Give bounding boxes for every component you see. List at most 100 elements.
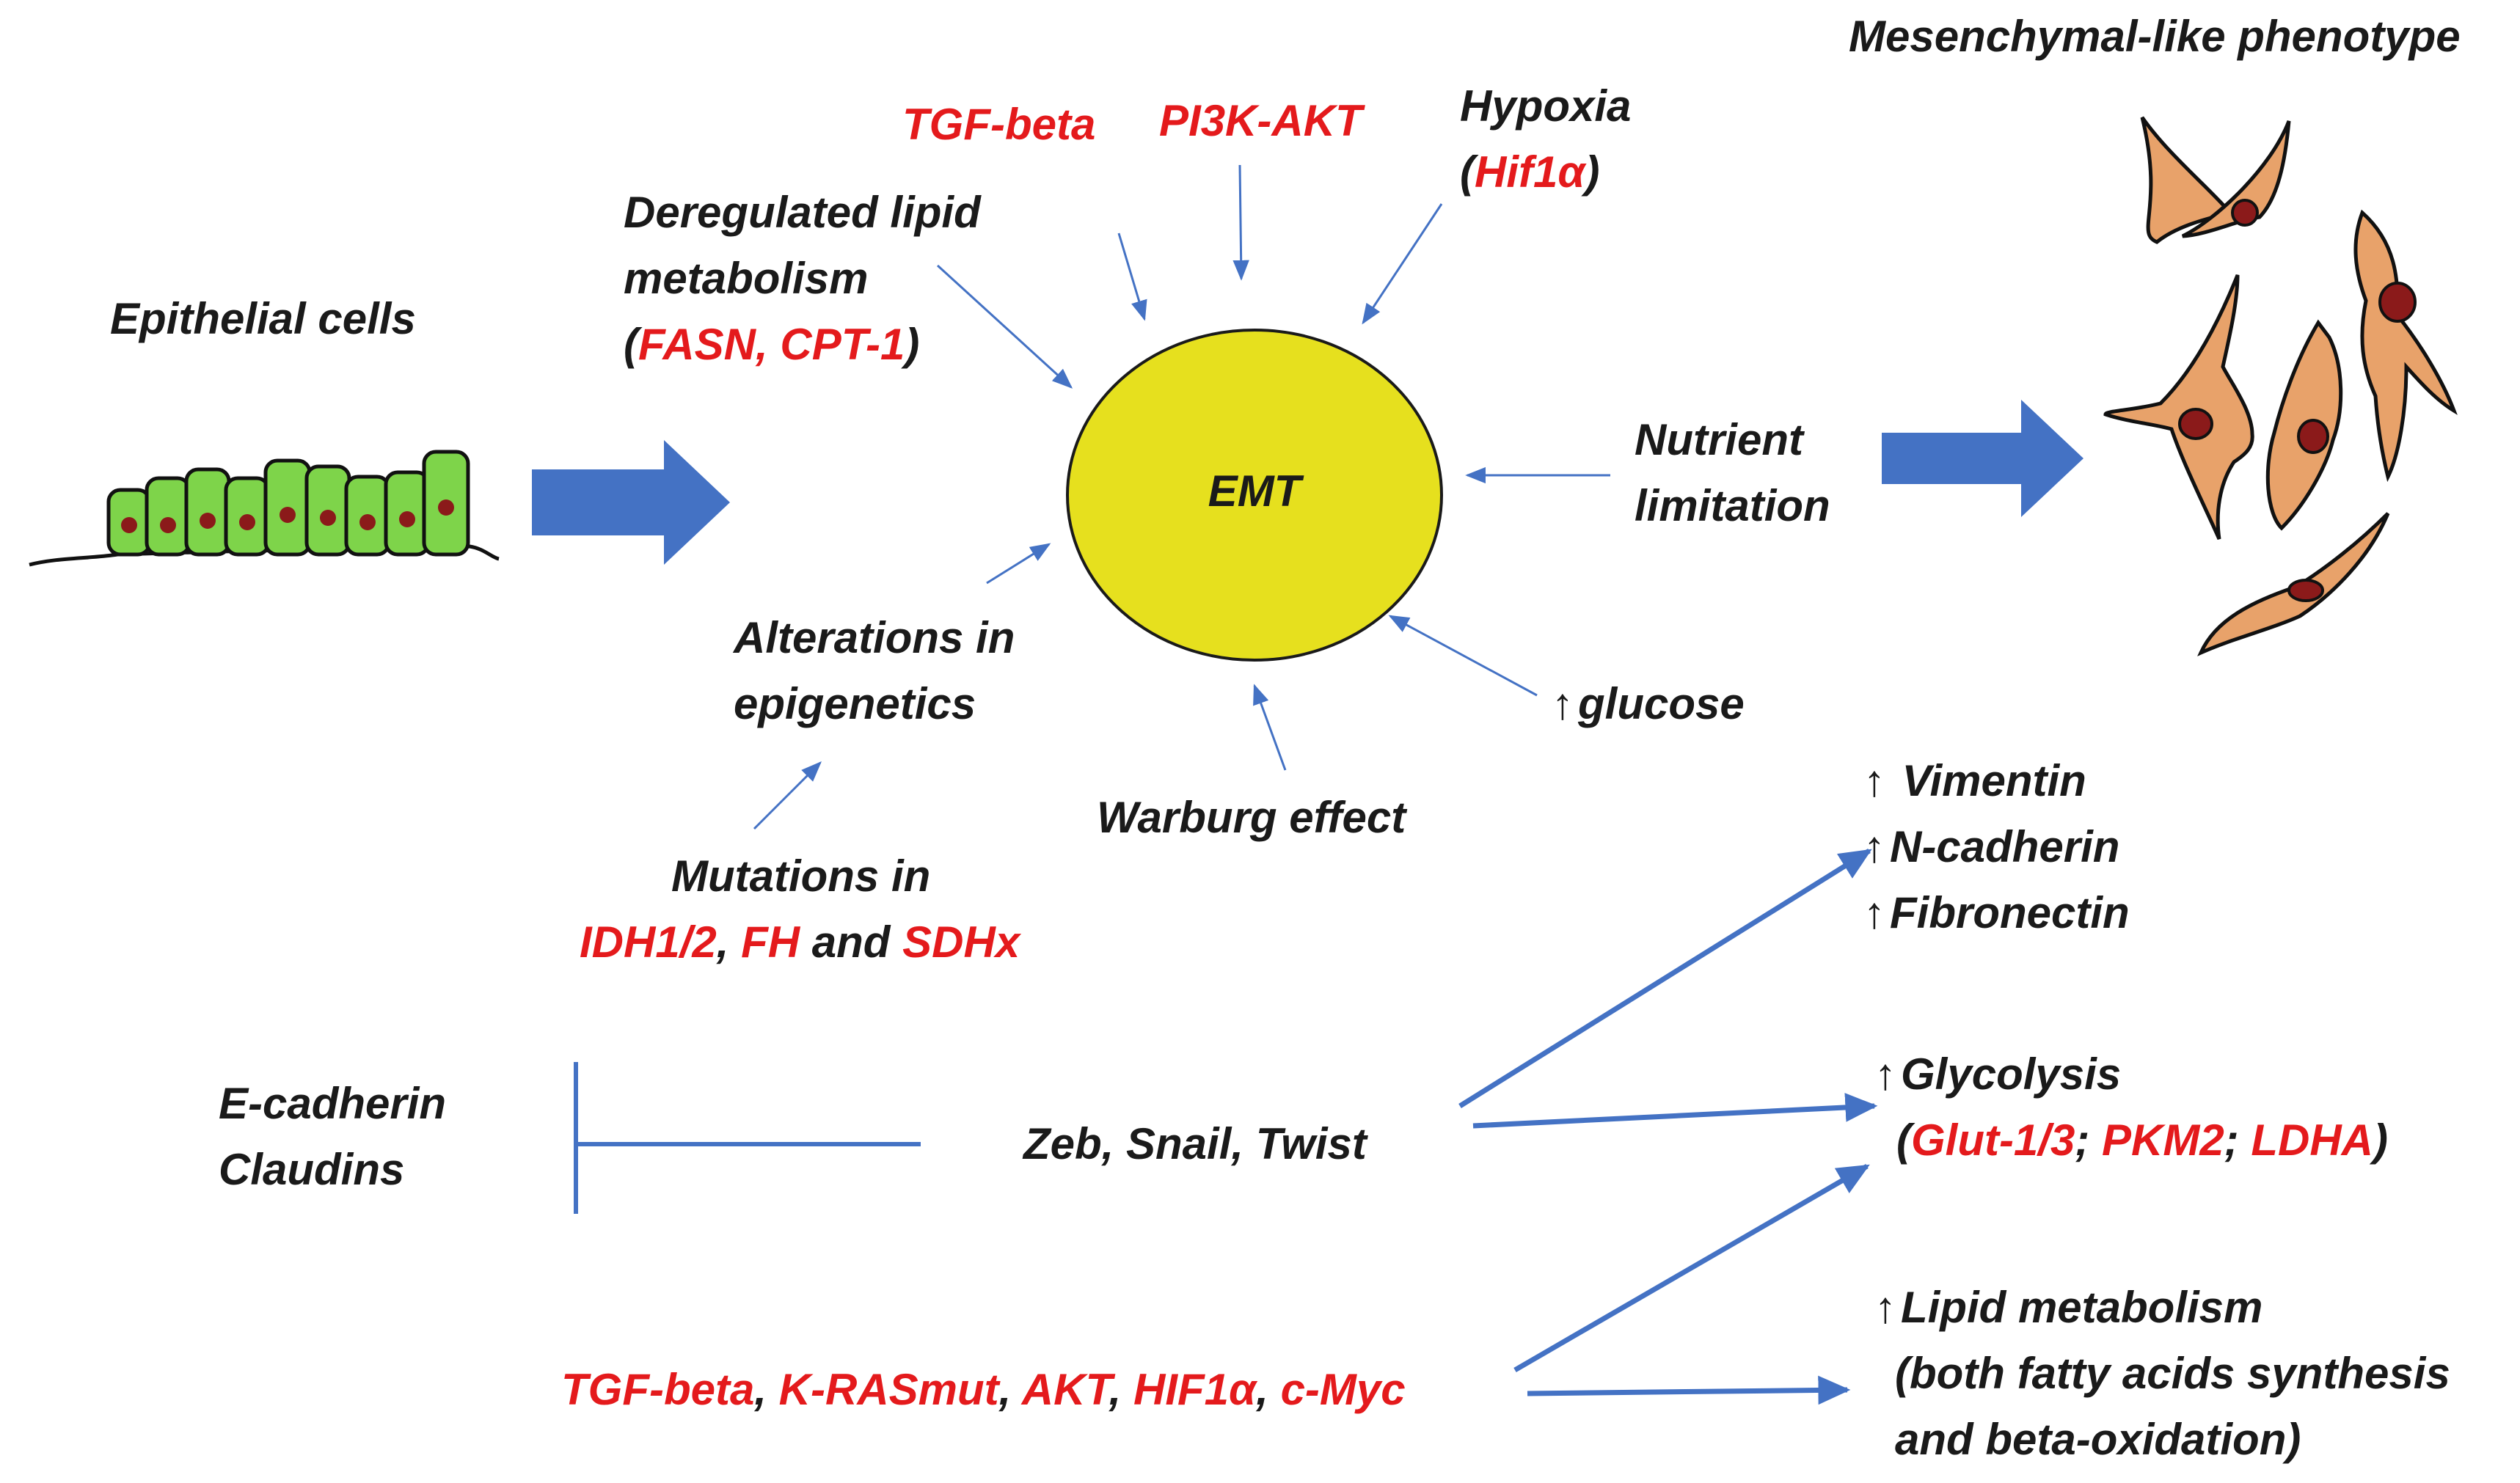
pkm2-gene: PKM2 <box>2102 1116 2224 1165</box>
lipid-metabolism-line: ↑Lipid metabolism <box>1874 1275 2450 1341</box>
mesenchymal-markers-label: ↑ Vimentin ↑N-cadherin ↑Fibronectin <box>1863 748 2130 946</box>
glucose-up-arrow-icon: ↑ <box>1552 679 1574 728</box>
mesenchymal-phenotype-label: Mesenchymal-like phenotype <box>1849 12 2461 61</box>
epithelial-cells-illustration <box>29 450 500 567</box>
arrow-glucose <box>1388 615 1538 697</box>
hypoxia-gene-line: (Hif1α) <box>1460 139 1631 205</box>
vimentin-text: Vimentin <box>1890 756 2086 805</box>
glycolysis-open: ( <box>1896 1116 1911 1165</box>
lipid-line1: Deregulated lipid <box>624 188 981 237</box>
glucose-text: glucose <box>1578 679 1745 728</box>
driver-c-myc: c-Myc <box>1280 1365 1406 1414</box>
lipid-metabolism-label: ↑Lipid metabolism (both fatty acids synt… <box>1874 1275 2450 1473</box>
cpt1-gene: CPT-1 <box>780 320 905 369</box>
hypoxia-close: ) <box>1585 147 1600 197</box>
nutrient-line2: limitation <box>1635 481 1830 530</box>
driver-tgf-beta: TGF-beta <box>561 1365 755 1414</box>
fasn-gene: FASN <box>638 320 756 369</box>
driver-akt: AKT <box>1021 1365 1109 1414</box>
mesenchymal-nuclei <box>2178 199 2417 602</box>
idh-gene: IDH1/2 <box>580 918 717 967</box>
big-arrow-left <box>532 440 730 565</box>
hypoxia-text: Hypoxia <box>1460 81 1632 131</box>
lipid-sep: , <box>756 320 781 369</box>
zeb-snail-twist-label: Zeb, Snail, Twist <box>1023 1119 1367 1168</box>
mutations-line1: Mutations in <box>671 852 931 901</box>
hypoxia-label: Hypoxia (Hif1α) <box>1460 73 1631 205</box>
glycolysis-line: ↑Glycolysis <box>1874 1041 2388 1107</box>
n-cadherin-text: N-cadherin <box>1890 822 2120 871</box>
glycolysis-text: Glycolysis <box>1901 1050 2122 1099</box>
drivers-label: TGF-beta, K-RASmut, AKT, HIF1α, c-Myc <box>561 1357 1406 1423</box>
vimentin-line: ↑ Vimentin <box>1863 748 2130 814</box>
fh-gene: FH <box>741 918 800 967</box>
warburg-effect-label: Warburg effect <box>1097 793 1406 842</box>
output-arrows <box>1458 849 1878 1405</box>
epithelial-cells-label: Epithelial cells <box>110 294 416 343</box>
n-cadherin-line: ↑N-cadherin <box>1863 814 2130 880</box>
mesenchymal-cells-illustration <box>2103 116 2458 656</box>
drivers-sep2: , <box>998 1365 1022 1414</box>
arrow-tgf-beta <box>1117 232 1147 321</box>
mutations-genes-line: IDH1/2, FH and SDHx <box>580 909 1020 975</box>
lipid-metabolism-line3: and beta-oxidation) <box>1895 1415 2301 1464</box>
arrow-drivers-to-lipid <box>1527 1375 1851 1405</box>
glycolysis-close: ) <box>2373 1116 2388 1165</box>
glycolysis-up-arrow-icon: ↑ <box>1874 1050 1896 1099</box>
nutrient-limitation-label: Nutrient limitation <box>1635 407 1830 539</box>
emt-ellipse <box>1066 329 1443 662</box>
e-cadherin-label: E-cadherin Claudins <box>219 1071 446 1203</box>
drivers-sep4: , <box>1256 1365 1281 1414</box>
glycolysis-sep1: ; <box>2075 1116 2102 1165</box>
inhibition-symbol <box>574 1062 921 1214</box>
emt-label: EMT <box>1208 466 1301 516</box>
arrow-drivers-to-glycolysis <box>1513 1163 1870 1373</box>
fibronectin-line: ↑Fibronectin <box>1863 880 2130 946</box>
epigenetics-line1: Alterations in <box>734 613 1015 662</box>
mutations-label: Mutations in IDH1/2, FH and SDHx <box>580 843 1020 975</box>
sdhx-gene: SDHx <box>902 918 1020 967</box>
arrow-lipid <box>936 264 1073 389</box>
claudins-text: Claudins <box>219 1145 405 1194</box>
arrow-hypoxia <box>1362 203 1443 325</box>
arrow-to-vimentin <box>1458 849 1872 1108</box>
vimentin-up-arrow-icon: ↑ <box>1863 756 1885 805</box>
glycolysis-label: ↑Glycolysis (Glut-1/3; PKM2; LDHA) <box>1874 1041 2388 1173</box>
big-arrow-right <box>1882 400 2083 517</box>
fibronectin-up-arrow-icon: ↑ <box>1863 888 1885 937</box>
glut-gene: Glut-1/3 <box>1910 1116 2075 1165</box>
epigenetics-line2: epigenetics <box>734 679 976 728</box>
driver-k-ras: K-RASmut <box>778 1365 999 1414</box>
lipid-open: ( <box>624 320 638 369</box>
lipid-metabolism-text: Lipid metabolism <box>1901 1283 2263 1332</box>
lipid-genes-line: (FASN, CPT-1) <box>624 312 981 378</box>
epigenetics-label: Alterations in epigenetics <box>734 605 1015 737</box>
nutrient-line1: Nutrient <box>1635 415 1803 464</box>
glycolysis-genes-line: (Glut-1/3; PKM2; LDHA) <box>1874 1107 2388 1173</box>
drivers-sep3: , <box>1109 1365 1133 1414</box>
lipid-up-arrow-icon: ↑ <box>1874 1283 1896 1332</box>
lipid-close: ) <box>905 320 920 369</box>
hypoxia-open: ( <box>1460 147 1475 197</box>
glycolysis-sep2: ; <box>2224 1116 2251 1165</box>
pi3k-akt-label: PI3K-AKT <box>1159 96 1362 145</box>
arrow-epigenetics <box>986 543 1051 585</box>
mutations-sep1: , <box>716 918 742 967</box>
ldha-gene: LDHA <box>2251 1116 2373 1165</box>
lipid-line2: metabolism <box>624 254 869 303</box>
tgf-beta-label: TGF-beta <box>902 100 1096 149</box>
drivers-sep1: , <box>754 1365 779 1414</box>
mutations-sep2: and <box>800 918 903 967</box>
arrow-mutations <box>753 761 822 830</box>
arrow-pi3k <box>1232 164 1249 281</box>
n-cadherin-up-arrow-icon: ↑ <box>1863 822 1885 871</box>
deregulated-lipid-label: Deregulated lipid metabolism (FASN, CPT-… <box>624 180 981 378</box>
lipid-metabolism-line2: (both fatty acids synthesis <box>1895 1349 2450 1398</box>
glucose-label: ↑glucose <box>1552 671 1745 737</box>
arrow-to-glycolysis <box>1472 1093 1878 1129</box>
driver-hif1a: HIF1α <box>1133 1365 1257 1414</box>
hif1a-gene: Hif1α <box>1474 147 1585 197</box>
input-arrows <box>753 164 1610 830</box>
